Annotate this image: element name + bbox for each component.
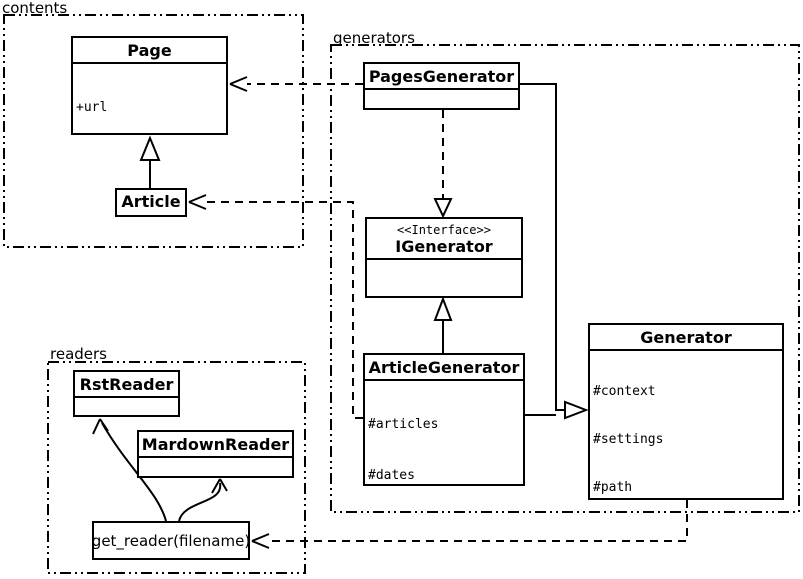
class-title: PagesGenerator (368, 67, 515, 86)
class-attributes: #pages (365, 88, 518, 108)
open-arrowhead-icon (211, 478, 228, 494)
attribute: +url (76, 100, 108, 115)
edge-article-to-page-inheritance (139, 135, 161, 188)
edge-articlegenerator-to-article-dependency (188, 194, 363, 419)
attribute: #dates (368, 468, 415, 483)
class-box-articlegenerator: ArticleGenerator #articles #dates #tags … (363, 353, 525, 486)
package-border-generators (330, 44, 800, 513)
class-methods: +generate_context() +generate_output() (367, 258, 521, 296)
edge-getreader-to-mardownreader (178, 478, 228, 522)
open-arrowhead-icon (188, 194, 207, 210)
class-attributes: #articles #dates #tags #categories (365, 379, 523, 484)
edge-articlegenerator-to-igenerator-inheritance (433, 296, 453, 353)
class-methods: +read() (75, 396, 178, 415)
class-box-rstreader: RstReader +read() (73, 370, 180, 417)
open-arrowhead-icon (251, 533, 270, 549)
package-label-contents: contents (2, 0, 68, 17)
class-attributes: #context #settings #path #theme #output_… (590, 349, 782, 498)
class-box-page: Page +url +slug +summary +check_properti… (71, 36, 228, 135)
hollow-triangle-icon (433, 296, 453, 321)
edge-pagesgenerator-to-page-dependency (229, 76, 363, 92)
class-title: ArticleGenerator (368, 358, 520, 377)
function-box-get-reader: get_reader(filename) (92, 521, 250, 560)
class-title: Article (121, 192, 181, 211)
edge-pagesgenerator-to-igenerator-realization (433, 110, 453, 219)
class-attributes: +url +slug +summary (73, 62, 226, 133)
package-label-readers: readers (50, 345, 107, 363)
attribute: #path (593, 480, 633, 495)
open-arrowhead-icon (229, 76, 248, 92)
package-border-readers (47, 361, 306, 574)
attribute: #articles (368, 417, 439, 432)
class-box-mardownreader: MardownReader +read() (137, 430, 294, 478)
class-methods: +read() (139, 456, 292, 476)
package-label-generators: generators (333, 29, 415, 47)
class-box-pagesgenerator: PagesGenerator #pages (363, 62, 520, 110)
class-title: MardownReader (141, 435, 290, 454)
class-title: Page (127, 41, 172, 60)
attribute: #settings (593, 432, 664, 447)
attribute: #context (593, 384, 656, 399)
class-box-igenerator: <<Interface>> IGenerator +generate_conte… (365, 217, 523, 298)
edge-generator-to-getreader-dependency (251, 500, 688, 549)
class-box-generator: Generator #context #settings #path #them… (588, 323, 784, 500)
edge-generators-to-generator-inheritance (520, 83, 589, 420)
class-stereotype: <<Interface>> (397, 223, 491, 237)
hollow-triangle-icon (139, 135, 161, 161)
class-title: Generator (640, 328, 732, 347)
hollow-triangle-icon (564, 400, 589, 420)
package-border-contents (3, 14, 304, 248)
method: +generate_context() (370, 295, 518, 296)
class-title: RstReader (79, 375, 174, 394)
open-arrowhead-icon (92, 418, 109, 435)
hollow-triangle-icon (433, 198, 453, 219)
class-title: IGenerator (395, 237, 493, 256)
function-label: get_reader(filename) (91, 531, 251, 550)
class-box-article: Article (115, 188, 187, 217)
